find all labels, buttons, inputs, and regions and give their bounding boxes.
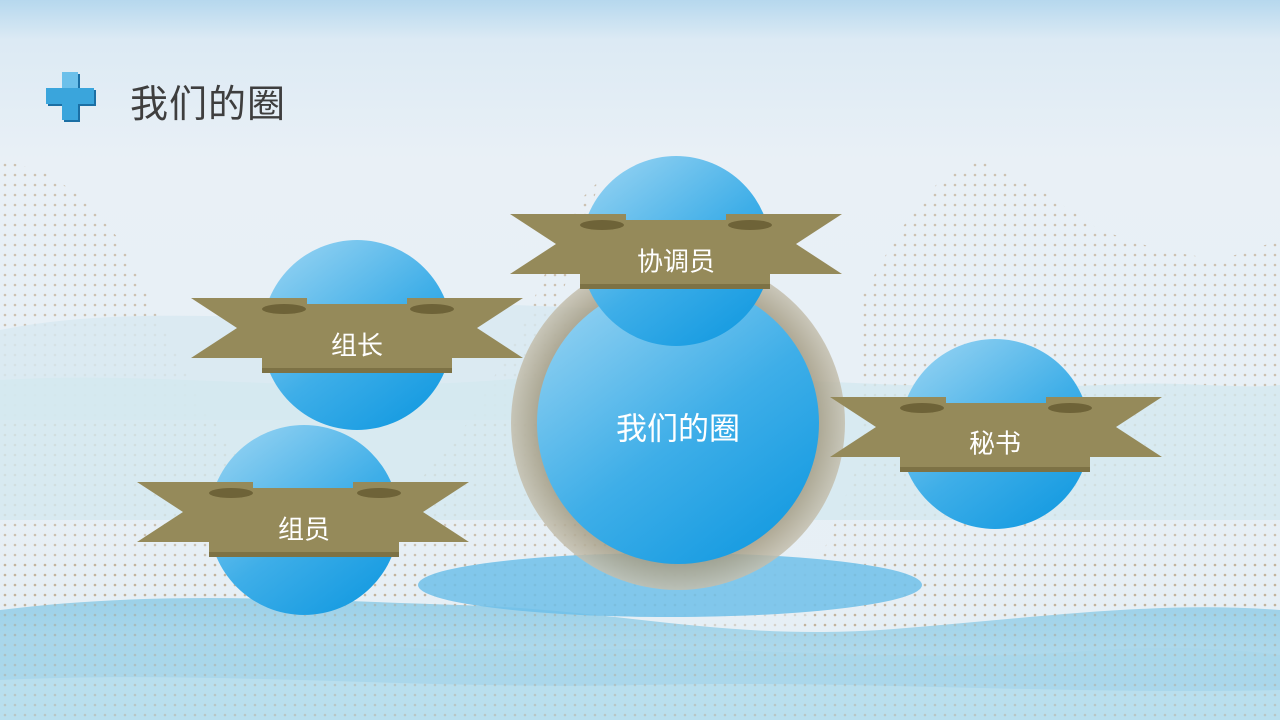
ribbon-leader	[191, 298, 523, 373]
center-node-label: 我们的圈	[616, 411, 740, 448]
role-label-secretary: 秘书	[968, 429, 1022, 460]
page-title: 我们的圈	[130, 81, 287, 126]
title-bar: 我们的圈	[44, 70, 286, 130]
ribbon-secretary	[830, 397, 1162, 472]
plus-cross-icon	[46, 72, 96, 122]
ribbon-member	[137, 482, 469, 557]
role-label-coordinator: 协调员	[636, 247, 716, 278]
role-label-leader: 组长	[330, 331, 384, 362]
ribbon-coordinator	[510, 214, 842, 289]
role-label-member: 组员	[277, 515, 331, 546]
